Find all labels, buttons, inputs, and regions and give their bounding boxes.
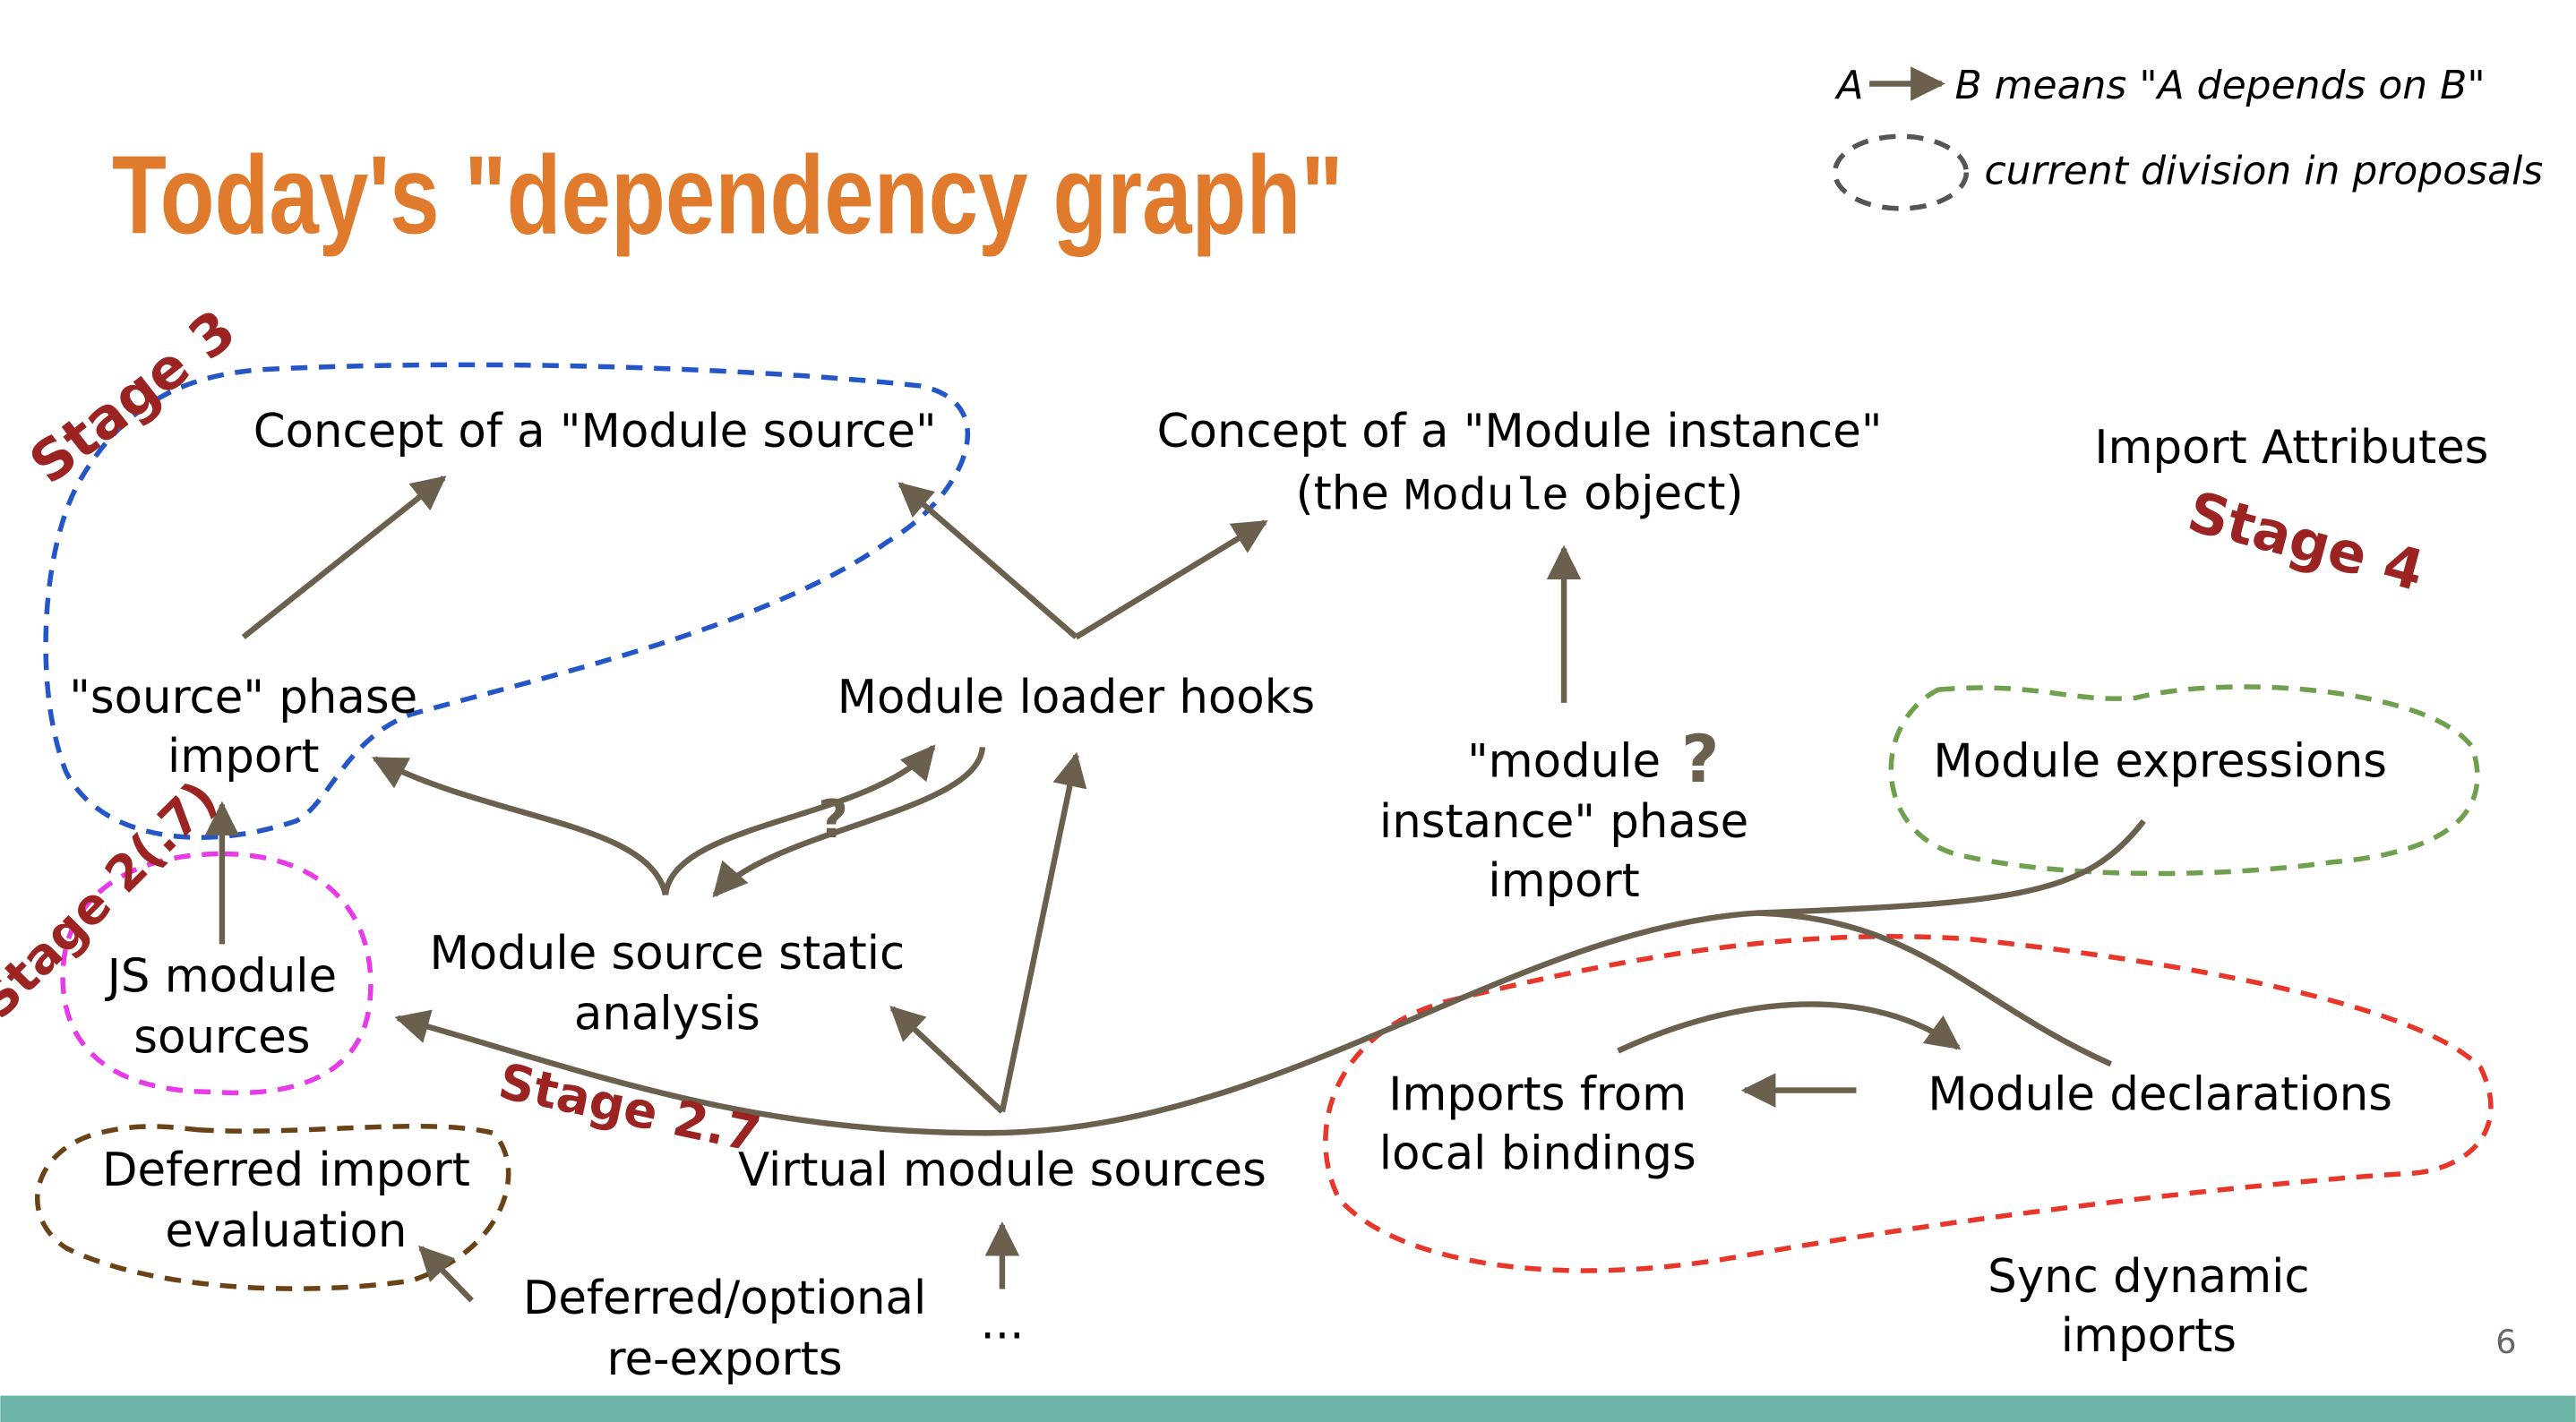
edge-loader-hooks-to-module-instance: [1074, 519, 1268, 640]
edge-virtual-to-loader-hooks: [999, 751, 1087, 1113]
edge-loader-hooks-to-static-analysis: [712, 746, 986, 898]
edge-imports-local-to-declarations: [1617, 1001, 1962, 1054]
legend-dashed-text: current division in proposals: [1984, 148, 2543, 193]
node-deferred-eval-line2: evaluation: [165, 1204, 407, 1258]
question-mark-analysis: ?: [818, 789, 848, 850]
edge-reexports-to-deferred-eval: [418, 1245, 474, 1303]
node-instance-phase-line3: import: [1488, 854, 1639, 908]
footer-bar: [0, 1395, 2576, 1422]
node-deferred-eval-line1: Deferred import: [102, 1144, 470, 1197]
node-sync-dynamic-line1: Sync dynamic: [1988, 1250, 2309, 1304]
edge-virtual-to-static-analysis: [889, 1006, 1005, 1114]
edge-static-analysis-to-loader-hooks: [662, 744, 936, 895]
node-imports-local-line1: Imports from: [1388, 1068, 1687, 1122]
node-module-expressions: Module expressions: [1933, 734, 2387, 788]
node-ellipsis: ...: [980, 1296, 1024, 1349]
node-instance-phase-line1: "module: [1467, 734, 1661, 788]
node-virtual-sources: Virtual module sources: [738, 1144, 1267, 1197]
page-number: 6: [2495, 1323, 2516, 1361]
node-js-sources-line2: sources: [133, 1010, 310, 1064]
node-module-source: Concept of a "Module source": [253, 405, 937, 458]
question-mark-instance: ?: [1681, 722, 1720, 798]
edge-loader-hooks-to-module-source: [897, 482, 1078, 639]
module-expressions-boundary: [1888, 684, 2480, 877]
module-declarations-boundary: [1323, 934, 2494, 1273]
node-module-declarations: Module declarations: [1928, 1068, 2392, 1122]
node-js-sources-line1: JS module: [105, 950, 337, 1004]
node-deferred-reexports-line2: re-exports: [606, 1332, 842, 1386]
stage2-7-boundary: [34, 1124, 511, 1291]
node-deferred-reexports-line1: Deferred/optional: [523, 1272, 926, 1325]
legend-a: A: [1833, 63, 1863, 108]
node-import-attributes: Import Attributes: [2094, 421, 2488, 475]
node-imports-local-line2: local bindings: [1379, 1127, 1696, 1181]
edge-declarations-curve: [1757, 910, 2113, 1067]
edges: [204, 475, 2146, 1303]
stage3-boundary: [43, 362, 971, 840]
node-loader-hooks: Module loader hooks: [837, 671, 1315, 724]
stage2-7-label: Stage 2.7: [494, 1052, 765, 1163]
node-source-phase-line1: "source" phase: [69, 671, 417, 724]
legend: A B means "A depends on B" current divis…: [1832, 63, 2543, 211]
node-instance-phase-line2: instance" phase: [1379, 795, 1748, 849]
node-source-phase-line2: import: [167, 730, 319, 784]
node-static-analysis-line1: Module source static: [430, 927, 906, 981]
node-sync-dynamic-line2: imports: [2061, 1309, 2237, 1363]
stage4-label: Stage 4: [2181, 478, 2430, 604]
edge-long-to-js-sources: [394, 818, 2146, 1136]
node-module-instance-line2: (the Module object): [1296, 467, 1744, 523]
legend-arrow-text: B means "A depends on B": [1954, 63, 2485, 108]
node-static-analysis-line2: analysis: [574, 988, 760, 1041]
slide-title: Today's "dependency graph": [112, 133, 1344, 257]
node-module-instance-line1: Concept of a "Module instance": [1157, 405, 1883, 458]
edge-source-phase-to-module-source: [241, 475, 447, 639]
stage3-label: Stage 3: [18, 297, 248, 497]
legend-dashed-ellipse-icon: [1832, 133, 1970, 211]
edge-static-analysis-to-source-phase: [372, 756, 669, 896]
